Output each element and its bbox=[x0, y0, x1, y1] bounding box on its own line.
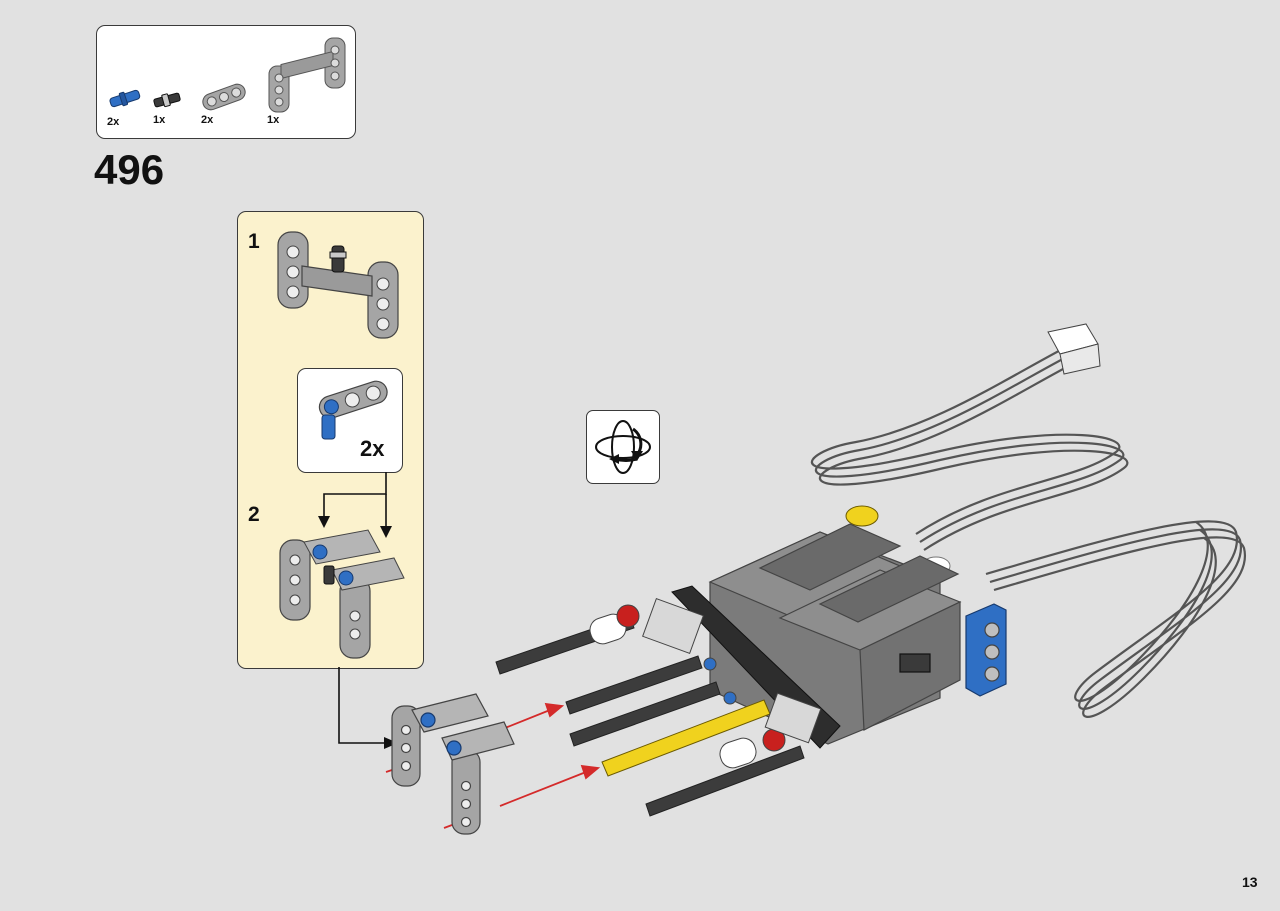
callout-box: 2x bbox=[297, 368, 403, 473]
callout-quantity: 2x bbox=[360, 436, 385, 461]
parts-qty-3: 2x bbox=[201, 114, 214, 126]
h-frame-with-connector-icon bbox=[277, 231, 399, 339]
gray-beam-icon bbox=[202, 83, 246, 111]
subassembly-pointer-arrow bbox=[338, 667, 398, 749]
beam-with-pin-icon bbox=[318, 380, 388, 440]
motor-block bbox=[708, 523, 1007, 745]
subassembly-panel: 1 2x 2 bbox=[237, 211, 424, 669]
subassembly-frame-icon bbox=[279, 529, 405, 659]
parts-list: 2x 1x 2x 1x bbox=[96, 25, 356, 139]
parts-qty-4: 1x bbox=[267, 114, 280, 126]
blue-pin-icon bbox=[109, 89, 141, 108]
rotate-model-icon bbox=[586, 410, 660, 484]
target-subassembly bbox=[391, 693, 515, 835]
substep-number-1: 1 bbox=[248, 230, 260, 253]
axle-connectors bbox=[589, 598, 822, 769]
parts-qty-2: 1x bbox=[153, 114, 166, 126]
step-number: 496 bbox=[94, 146, 165, 193]
substep-number-2: 2 bbox=[248, 503, 260, 526]
main-assembly-illustration bbox=[385, 323, 1247, 835]
page-number: 13 bbox=[1242, 874, 1258, 890]
cable-plug-icon bbox=[1047, 323, 1101, 375]
gray-h-frame-icon bbox=[268, 37, 346, 113]
parts-qty-1: 2x bbox=[107, 116, 120, 128]
callout-arrows bbox=[318, 472, 392, 538]
motor-cable bbox=[810, 341, 1247, 718]
black-axle-connector-icon bbox=[153, 92, 181, 108]
